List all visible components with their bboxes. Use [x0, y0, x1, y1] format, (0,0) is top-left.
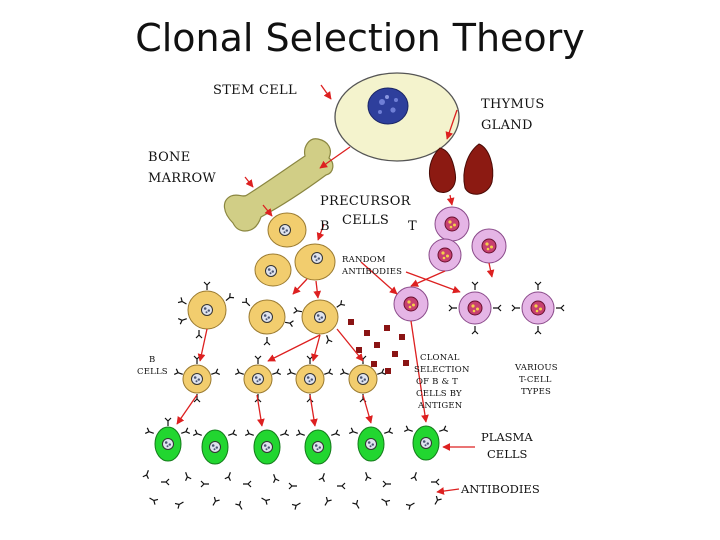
b-precursor-letter: B: [320, 219, 330, 234]
precursor-t-cells: [428, 206, 507, 272]
b-cells-label-line2: CELLS: [137, 367, 168, 377]
various-t-cell-line1: VARIOUS: [514, 363, 558, 373]
stem-cell-label: STEM CELL: [213, 83, 297, 98]
thymus-label-line1: THYMUS: [481, 97, 545, 112]
various-t-cell-line3: TYPES: [521, 387, 551, 397]
slide-title: Clonal Selection Theory: [135, 16, 585, 60]
random-antibodies-line1: RANDOM: [342, 255, 386, 265]
clonal-selection-line1: CLONAL: [420, 353, 460, 363]
clonal-selection-line4: CELLS BY: [416, 389, 462, 399]
bone-marrow: [223, 138, 334, 232]
free-antibodies: [142, 417, 449, 512]
stem-cell-nucleus: [367, 87, 409, 125]
thymus-gland: [429, 143, 494, 195]
random-antibodies-line2: ANTIBODIES: [341, 267, 402, 277]
b-cells-label-line1: B: [149, 355, 155, 365]
precursor-b-cells: [254, 212, 336, 287]
clonal-selection-line3: OF B & T: [416, 377, 458, 387]
plasma-cells-label-line2: CELLS: [487, 447, 527, 461]
plasma-cells: [154, 425, 440, 465]
clonal-selection-diagram: STEM CELL THYMUS GLAND BONE MARROW PRECU…: [137, 72, 565, 512]
pathway-arrows: [176, 84, 495, 495]
stem-cell: [334, 72, 460, 162]
b-cell-row-2: [173, 355, 387, 403]
plasma-cells-label-line1: PLASMA: [481, 430, 533, 444]
t-precursor-letter: T: [408, 219, 417, 234]
precursor-label-line1: PRECURSOR: [320, 194, 412, 209]
antigens: [348, 319, 409, 374]
bone-label-line2: MARROW: [148, 171, 216, 186]
precursor-label-line2: CELLS: [342, 213, 389, 228]
thymus-label-line2: GLAND: [481, 118, 533, 133]
b-cell-row-1: [177, 281, 346, 346]
clonal-selection-line2: SELECTION: [414, 365, 470, 375]
t-cell-row-1: [393, 281, 565, 335]
clonal-selection-line5: ANTIGEN: [417, 401, 463, 411]
various-t-cell-line2: T-CELL: [519, 375, 552, 385]
bone-label-line1: BONE: [148, 150, 191, 165]
antibodies-label: ANTIBODIES: [460, 482, 540, 496]
